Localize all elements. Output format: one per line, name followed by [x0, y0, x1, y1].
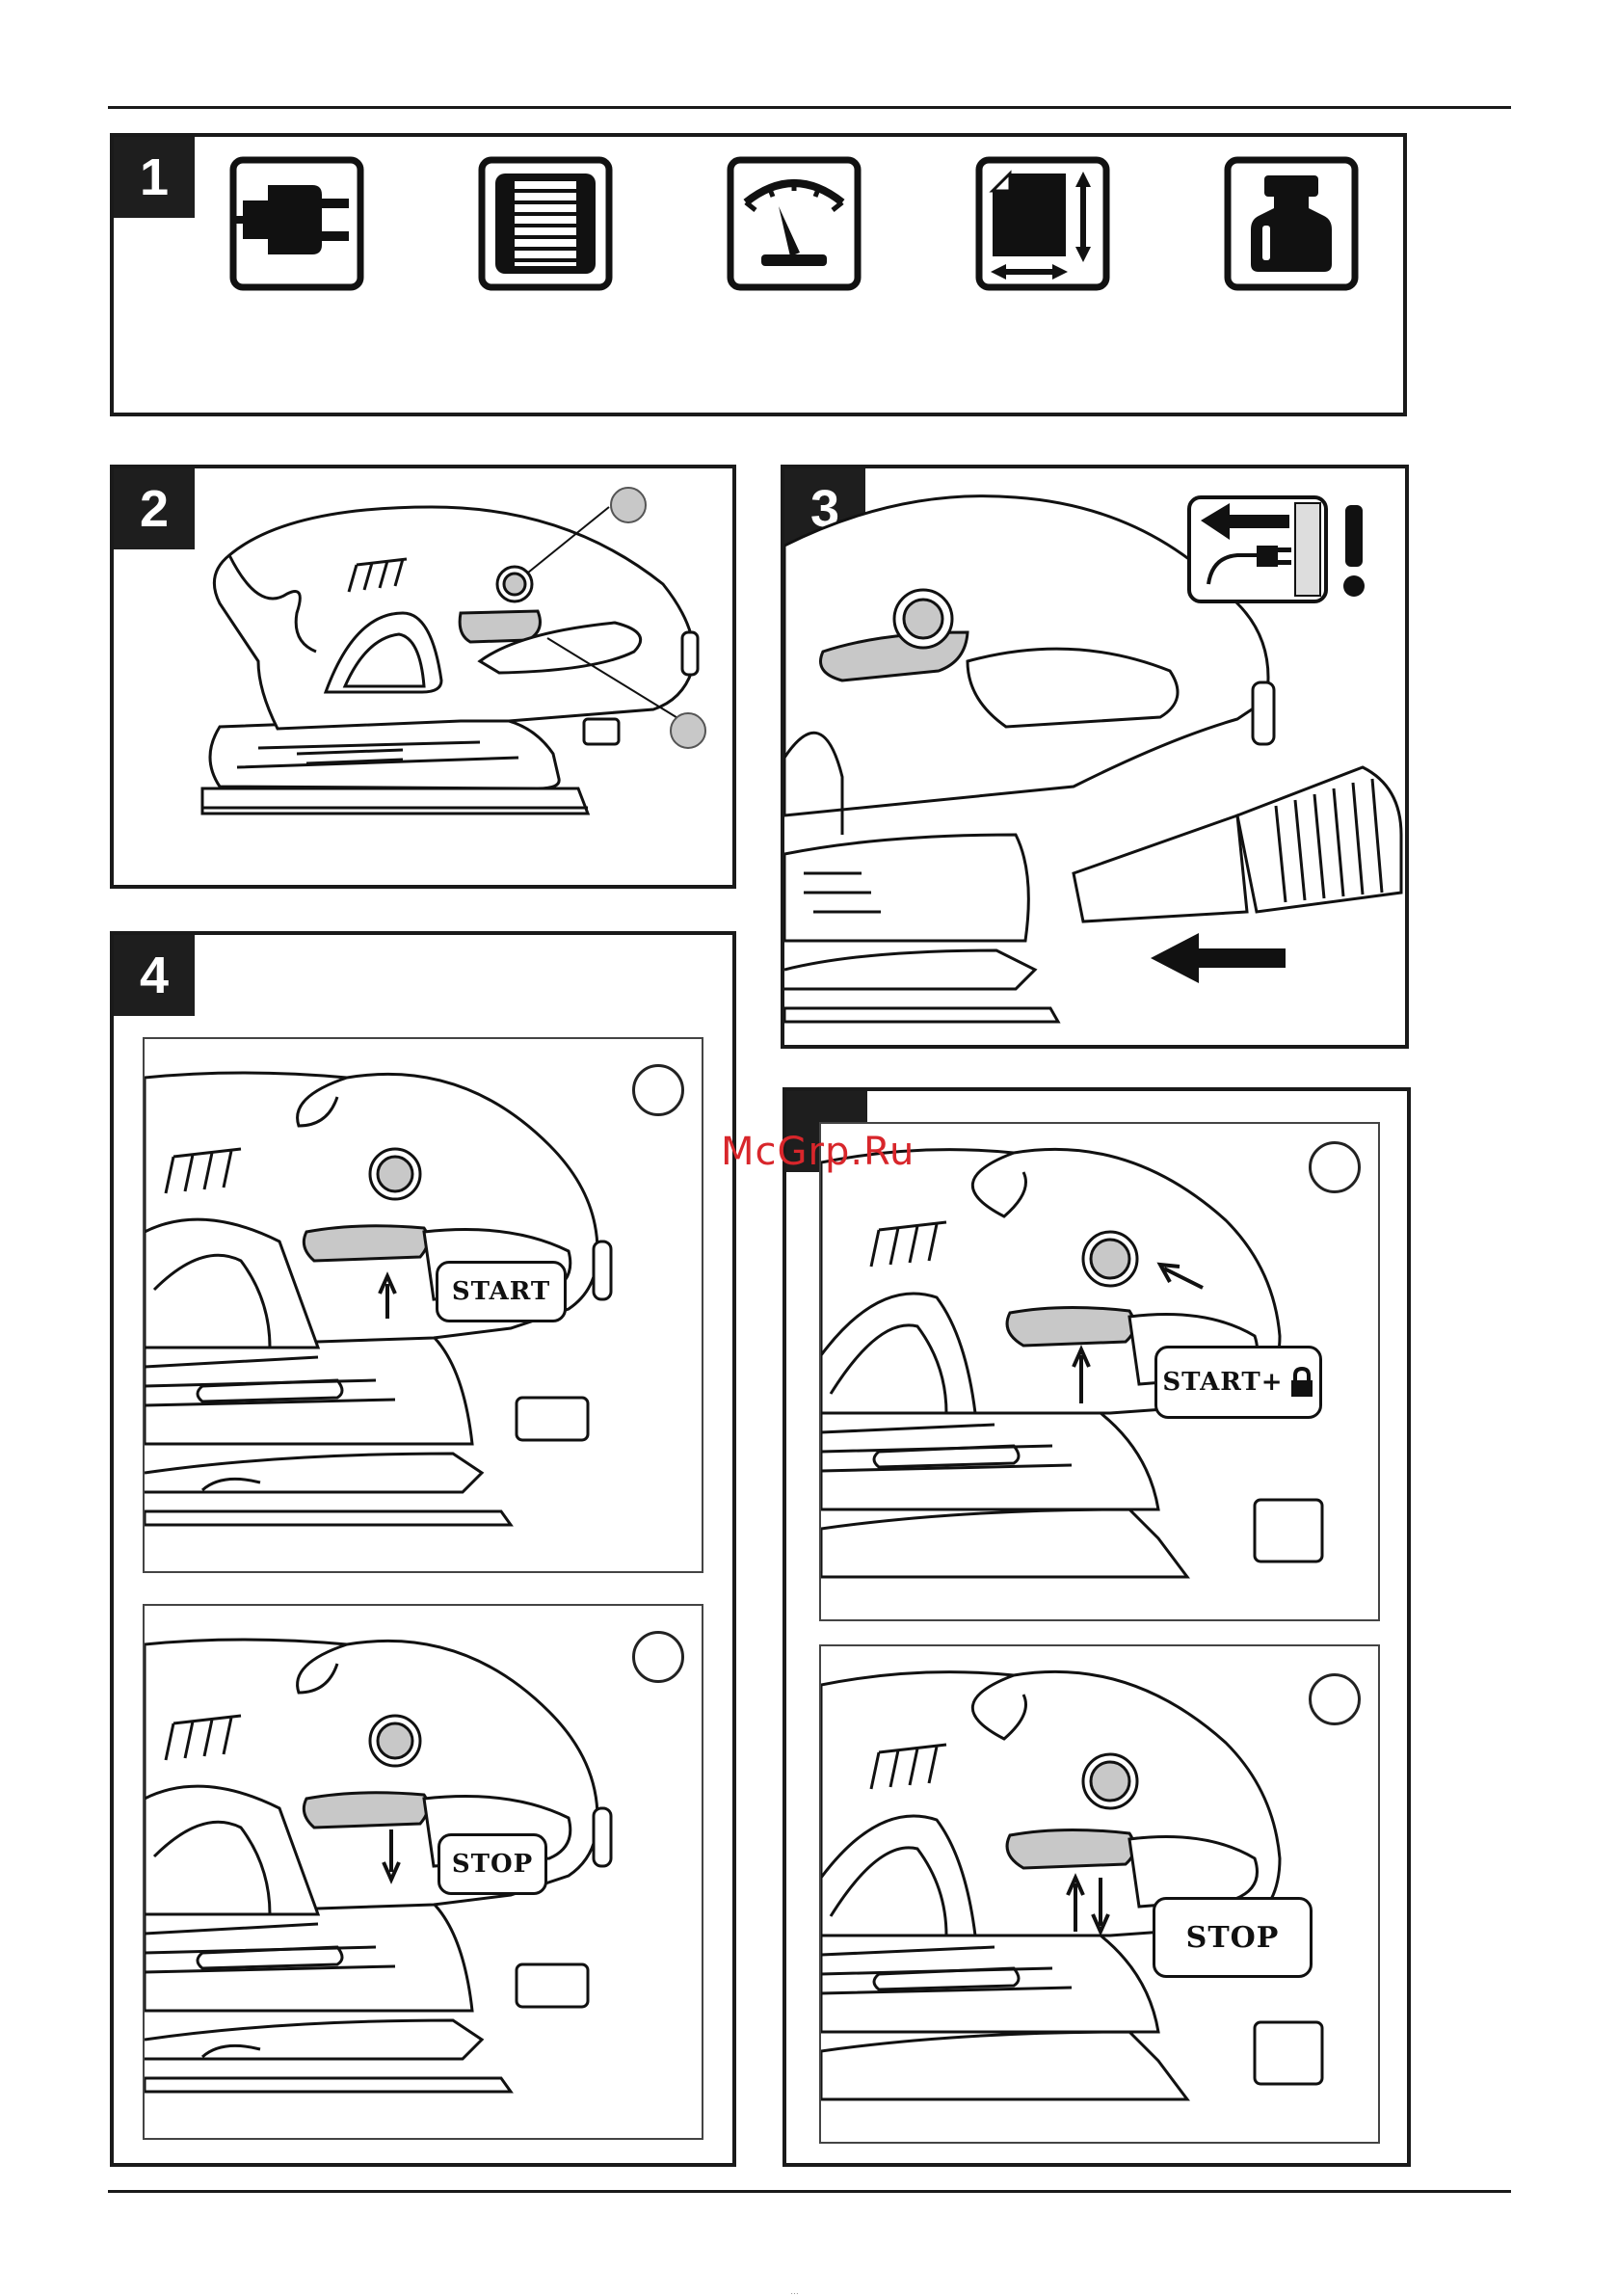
start-lock-label: START+ — [1154, 1346, 1322, 1419]
dimensions-icon — [975, 156, 1110, 291]
panel-2-overview: 2 — [110, 465, 736, 889]
panel-5a-start-lock: START+ — [819, 1122, 1380, 1621]
panel-1-specifications: 1 — [110, 133, 1407, 416]
gauge-icon — [727, 156, 862, 291]
bottom-rule — [108, 2190, 1511, 2193]
start-lock-text: START+ — [1162, 1368, 1283, 1397]
panel-5-lock-operation: START+ — [782, 1087, 1411, 2167]
panel-number: 4 — [114, 935, 195, 1016]
watermark: McGrp.Ru — [721, 1130, 915, 1174]
start-label: START — [436, 1261, 567, 1322]
sander-hose-illustration — [784, 468, 1409, 1049]
padlock-icon — [1289, 1367, 1314, 1398]
panel-5b-stop: STOP — [819, 1644, 1380, 2144]
panel-4b-stop: STOP — [143, 1604, 703, 2140]
sander-unlock-illustration — [821, 1646, 1380, 2144]
footer-mark: … — [790, 2286, 799, 2296]
sander-start-illustration — [145, 1039, 703, 1573]
panel-4a-start: START — [143, 1037, 703, 1573]
sander-illustration — [114, 468, 736, 889]
sanding-pad-icon — [478, 156, 613, 291]
plug-icon — [229, 156, 364, 291]
sander-stop-illustration — [145, 1606, 703, 2140]
panel-number: 1 — [114, 137, 195, 218]
stop-label: STOP — [438, 1833, 547, 1895]
weight-icon — [1224, 156, 1359, 291]
stop-label: STOP — [1153, 1897, 1313, 1978]
top-rule — [108, 106, 1511, 109]
panel-4-switch-operation: 4 — [110, 931, 736, 2167]
panel-3-dust-extraction: 3 — [781, 465, 1409, 1049]
